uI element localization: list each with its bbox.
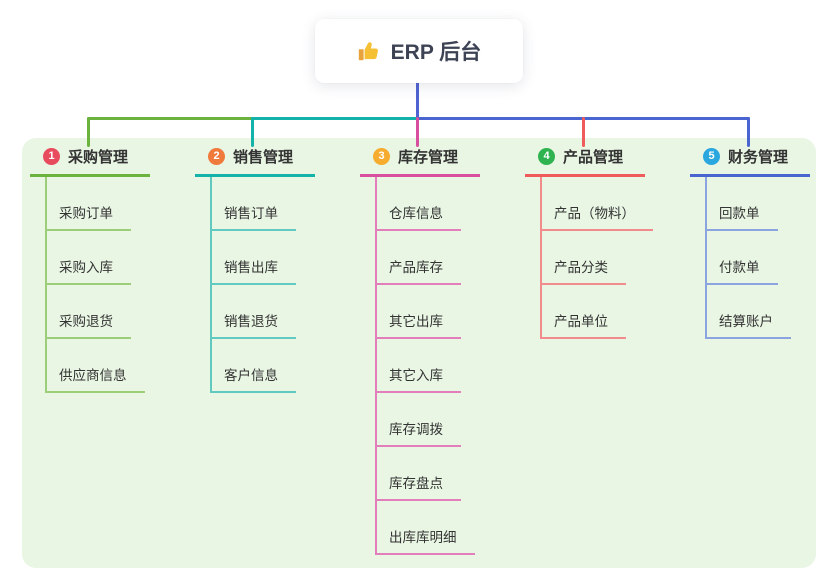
connector-bus-segment [87, 117, 253, 120]
mindmap-child-node[interactable]: 库存调拨 [377, 393, 461, 447]
branch-title-label: 财务管理 [728, 148, 789, 166]
branch-title-label: 产品管理 [563, 148, 624, 166]
branch-title-label: 销售管理 [233, 148, 294, 166]
connector-drop-line [87, 117, 90, 147]
mindmap-child-node[interactable]: 采购退货 [47, 285, 131, 339]
branch-title[interactable]: 2 销售管理 [195, 146, 315, 177]
branch-number-badge: 5 [703, 147, 720, 165]
branch-number-badge: 3 [373, 147, 390, 165]
branch-title[interactable]: 5 财务管理 [690, 146, 810, 177]
mindmap-child-node[interactable]: 销售出库 [212, 231, 296, 285]
connector-drop-line [582, 117, 585, 147]
root-node[interactable]: ERP 后台 [315, 19, 523, 83]
branch-title[interactable]: 3 库存管理 [360, 146, 480, 177]
branch-title-label: 库存管理 [398, 148, 459, 166]
branch-purchase: 1 采购管理 采购订单采购入库采购退货供应商信息 [30, 146, 150, 393]
mindmap-child-node[interactable]: 库存盘点 [377, 447, 461, 501]
mindmap-child-node[interactable]: 供应商信息 [47, 339, 145, 393]
mindmap-child-node[interactable]: 结算账户 [707, 285, 791, 339]
branch-children: 产品（物料）产品分类产品单位 [540, 177, 653, 339]
branch-children: 仓库信息产品库存其它出库其它入库库存调拨库存盘点出库库明细 [375, 177, 480, 555]
root-label: ERP 后台 [390, 41, 482, 64]
mindmap-background-panel [22, 138, 816, 568]
thumbs-up-icon [358, 42, 378, 61]
mindmap-child-node[interactable]: 销售订单 [212, 177, 296, 231]
branch-sales: 2 销售管理 销售订单销售出库销售退货客户信息 [195, 146, 315, 393]
mindmap-child-node[interactable]: 采购订单 [47, 177, 131, 231]
mindmap-child-node[interactable]: 其它入库 [377, 339, 461, 393]
mindmap-child-node[interactable]: 客户信息 [212, 339, 296, 393]
branch-title[interactable]: 1 采购管理 [30, 146, 150, 177]
connector-drop-line [416, 117, 419, 147]
branch-children: 采购订单采购入库采购退货供应商信息 [45, 177, 150, 393]
mindmap-child-node[interactable]: 产品单位 [542, 285, 626, 339]
branch-product: 4 产品管理 产品（物料）产品分类产品单位 [525, 146, 653, 339]
connector-drop-line [747, 117, 750, 147]
branch-inventory: 3 库存管理 仓库信息产品库存其它出库其它入库库存调拨库存盘点出库库明细 [360, 146, 480, 555]
branch-title[interactable]: 4 产品管理 [525, 146, 645, 177]
mindmap-child-node[interactable]: 产品库存 [377, 231, 461, 285]
root-stem-line [416, 83, 419, 118]
branch-title-label: 采购管理 [68, 148, 129, 166]
mindmap-child-node[interactable]: 销售退货 [212, 285, 296, 339]
mindmap-child-node[interactable]: 产品（物料） [542, 177, 653, 231]
mindmap-child-node[interactable]: 付款单 [707, 231, 778, 285]
mindmap-child-node[interactable]: 仓库信息 [377, 177, 461, 231]
connector-drop-line [251, 117, 254, 147]
branch-children: 回款单付款单结算账户 [705, 177, 810, 339]
mindmap-child-node[interactable]: 其它出库 [377, 285, 461, 339]
branch-finance: 5 财务管理 回款单付款单结算账户 [690, 146, 810, 339]
branch-number-badge: 2 [208, 147, 225, 165]
mindmap-child-node[interactable]: 产品分类 [542, 231, 626, 285]
mindmap-child-node[interactable]: 出库库明细 [377, 501, 475, 555]
connector-bus-segment [251, 117, 418, 120]
branch-number-badge: 1 [43, 147, 60, 165]
mindmap-child-node[interactable]: 回款单 [707, 177, 778, 231]
branch-children: 销售订单销售出库销售退货客户信息 [210, 177, 315, 393]
branch-number-badge: 4 [538, 147, 555, 165]
mindmap-child-node[interactable]: 采购入库 [47, 231, 131, 285]
